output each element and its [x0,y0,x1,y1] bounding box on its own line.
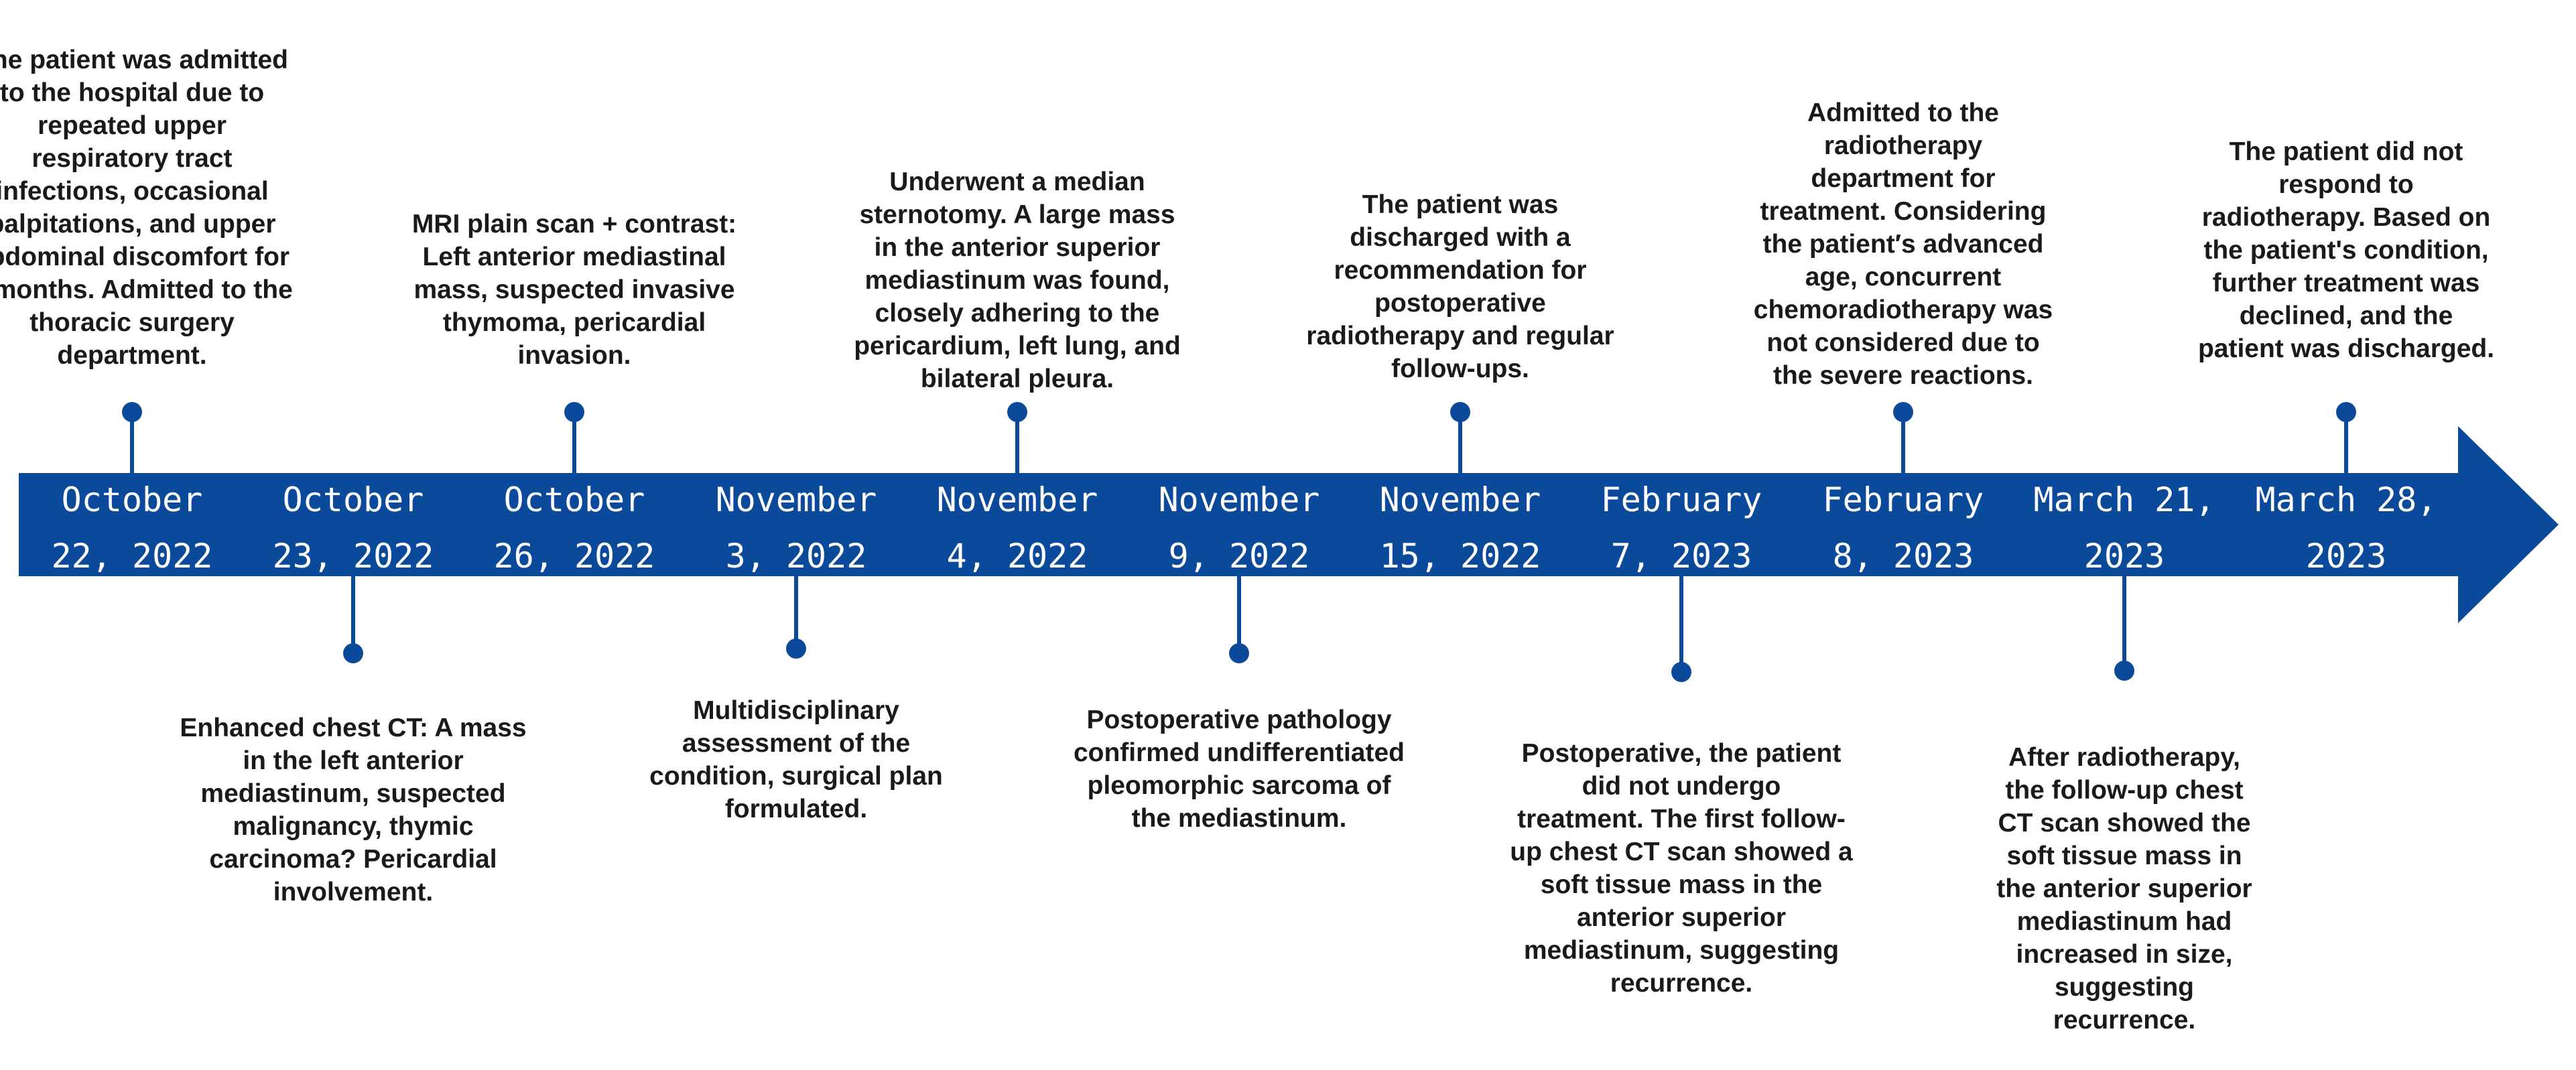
event-description: Admitted to the radiotherapy department … [1753,98,2053,390]
event-description: Multidisciplinary assessment of the cond… [649,696,943,823]
event-date-label: November 3, 2022 [715,480,877,576]
event-description: Postoperative pathology confirmed undiff… [1073,706,1405,833]
timeline-arrow [19,426,2559,623]
event-date-label: October 22, 2022 [51,480,213,576]
event-description: MRI plain scan + contrast: Left anterior… [411,210,737,370]
event-description: Enhanced chest CT: A mass in the left an… [180,714,527,907]
event-description: Underwent a median sternotomy. A large m… [854,168,1181,393]
event-description: The patient was discharged with a recomm… [1306,190,1614,383]
event-date-label: February 8, 2023 [1822,480,1984,576]
event-description: The patient did not respond to radiother… [2197,137,2495,363]
event-date-label: November 9, 2022 [1158,480,1320,576]
event-marker-dot [1671,662,1691,682]
event-marker-dot [1893,402,1913,422]
event-marker-dot [2114,661,2134,681]
event-date-label: November 15, 2022 [1379,480,1541,576]
event-marker-dot [786,639,806,659]
event-date-label: March 21, 2023 [2033,480,2215,576]
event-date-label: November 4, 2022 [936,480,1098,576]
event-date-label: February 7, 2023 [1600,480,1762,576]
event-marker-dot [122,402,142,422]
event-marker-dot [343,643,363,663]
event-date-label: October 26, 2022 [493,480,655,576]
event-marker-dot [1450,402,1470,422]
event-marker-dot [564,402,584,422]
event-description: After radiotherapy, the follow-up chest … [1996,743,2252,1034]
event-marker-dot [1007,402,1027,422]
event-date-label: October 23, 2022 [272,480,434,576]
event-description: The patient was admitted to the hospital… [0,46,293,370]
event-marker-dot [2336,402,2356,422]
event-date-label: March 28, 2023 [2255,480,2437,576]
event-marker-dot [1229,643,1249,663]
event-description: Postoperative, the patient did not under… [1510,739,1853,998]
